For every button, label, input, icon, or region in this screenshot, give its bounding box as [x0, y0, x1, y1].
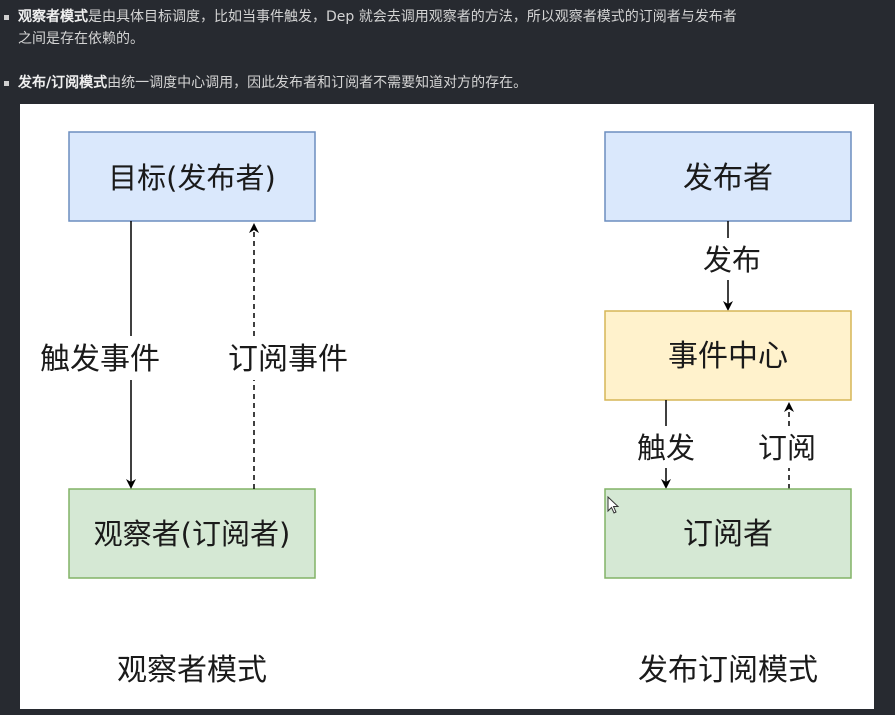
observer-box	[68, 488, 316, 579]
pubsub-caption: 发布订阅模式	[638, 653, 818, 688]
subject-box-label: 目标(发布者)	[108, 161, 276, 195]
observer-caption: 观察者模式	[117, 653, 267, 688]
pubsub-trigger-label: 触发	[637, 431, 695, 465]
publish-label: 发布	[703, 243, 761, 277]
subscriber-box	[604, 488, 852, 579]
diagram-panel: 目标(发布者) 观察者(订阅者) 触发事件 订阅事件 观察者模式 发布者 发布 …	[20, 104, 874, 709]
trigger-label-bg	[26, 336, 186, 380]
trigger-event-label: 触发事件	[40, 342, 160, 377]
publisher-box	[604, 131, 852, 222]
bullet-text: 发布/订阅模式由统一调度中心调用，因此发布者和订阅者不需要知道对方的存在。	[18, 72, 527, 94]
pubsub-subscribe-label-bg	[748, 426, 830, 468]
bullet-rest: 由统一调度中心调用，因此发布者和订阅者不需要知道对方的存在。	[107, 75, 528, 91]
bullet-bold: 发布/订阅模式	[18, 75, 108, 91]
bullet-rest: 是由具体目标调度，比如当事件触发，Dep 就会去调用观察者的方法，所以观察者模式…	[88, 9, 737, 25]
publisher-box-label: 发布者	[683, 161, 773, 196]
subscribe-label-bg	[216, 336, 362, 380]
subject-box	[68, 131, 316, 222]
event-center-box-label: 事件中心	[668, 339, 788, 374]
pubsub-subscribe-label: 订阅	[758, 431, 816, 465]
bullet-bold: 观察者模式	[18, 9, 88, 25]
bullet-text: 观察者模式是由具体目标调度，比如当事件触发，Dep 就会去调用观察者的方法，所以…	[18, 6, 737, 28]
event-center-box	[604, 310, 852, 401]
bullet-dot	[4, 81, 9, 86]
publish-label-bg	[694, 238, 766, 280]
subscribe-event-label: 订阅事件	[228, 342, 348, 377]
bullet-text: 之间是存在依赖的。	[18, 31, 144, 47]
mouse-cursor-icon	[607, 496, 620, 514]
pubsub-trigger-label-bg	[626, 426, 708, 468]
bullet-dot	[4, 15, 9, 20]
observer-box-label: 观察者(订阅者)	[94, 517, 291, 551]
subscriber-box-label: 订阅者	[683, 517, 773, 552]
diagram-canvas: 目标(发布者) 观察者(订阅者) 触发事件 订阅事件 观察者模式 发布者 发布 …	[26, 131, 852, 688]
